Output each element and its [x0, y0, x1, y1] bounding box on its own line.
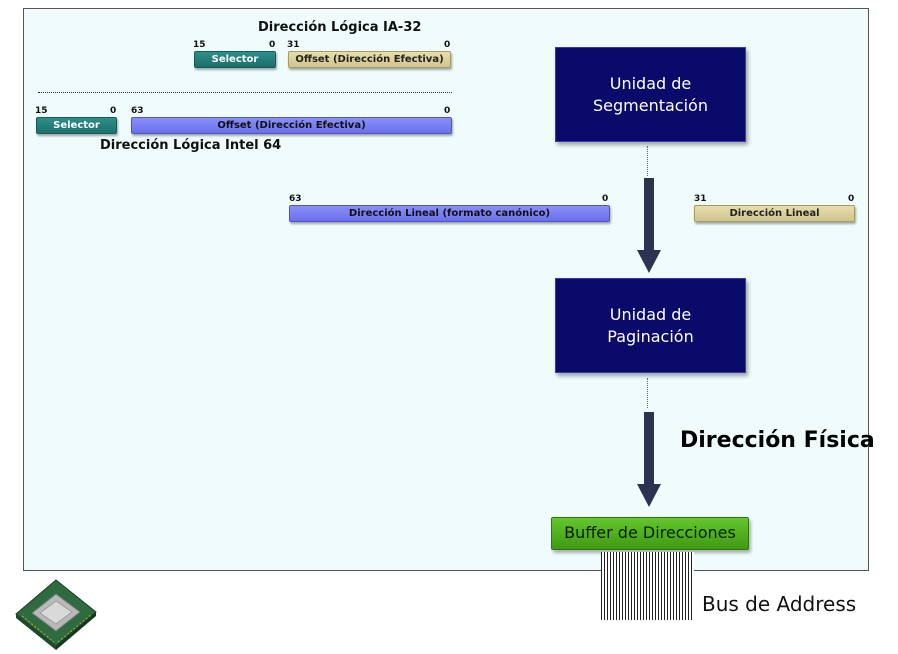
linear32-hi-bit: 31: [694, 194, 707, 204]
ia32-title: Dirección Lógica IA-32: [258, 20, 422, 35]
linear64-lo-bit: 0: [602, 194, 609, 204]
intel64-offset-field: Offset (Dirección Efectiva): [131, 117, 452, 134]
linear32-lo-bit: 0: [848, 194, 855, 204]
ia32-selector-lo-bit: 0: [269, 40, 276, 50]
segmentation-unit-line2: Segmentación: [593, 95, 708, 115]
arrow-down-1: [637, 178, 661, 273]
ia32-selector-field: Selector: [194, 51, 276, 68]
connector-dotted-1: [647, 146, 648, 176]
linear64-hi-bit: 63: [289, 194, 302, 204]
intel64-offset-lo-bit: 0: [444, 106, 451, 116]
address-bus-lines: [601, 552, 694, 620]
segmentation-unit-line1: Unidad de: [609, 73, 692, 93]
intel64-title: Dirección Lógica Intel 64: [100, 138, 282, 153]
intel64-offset-hi-bit: 63: [131, 106, 144, 116]
ia32-offset-field: Offset (Dirección Efectiva): [288, 51, 451, 68]
ia32-offset-hi-bit: 31: [287, 40, 300, 50]
paging-unit: Unidad de Paginación: [555, 278, 746, 373]
paging-unit-line1: Unidad de: [609, 304, 692, 324]
intel64-selector-hi-bit: 15: [35, 106, 48, 116]
linear64-field: Dirección Lineal (formato canónico): [289, 205, 610, 222]
separator-dotted-line: [38, 92, 452, 93]
cpu-chip-icon: [15, 579, 97, 650]
linear32-field: Dirección Lineal: [694, 205, 855, 222]
intel64-selector-lo-bit: 0: [110, 106, 117, 116]
arrow-down-2: [637, 412, 661, 507]
ia32-offset-lo-bit: 0: [444, 40, 451, 50]
bus-label: Bus de Address: [702, 592, 857, 616]
ia32-selector-hi-bit: 15: [193, 40, 206, 50]
paging-unit-line2: Paginación: [607, 326, 694, 346]
physical-address-label: Dirección Física: [680, 428, 875, 453]
segmentation-unit: Unidad de Segmentación: [555, 47, 746, 142]
connector-dotted-2: [647, 378, 648, 408]
intel64-selector-field: Selector: [36, 117, 117, 134]
address-buffer: Buffer de Direcciones: [551, 517, 749, 550]
